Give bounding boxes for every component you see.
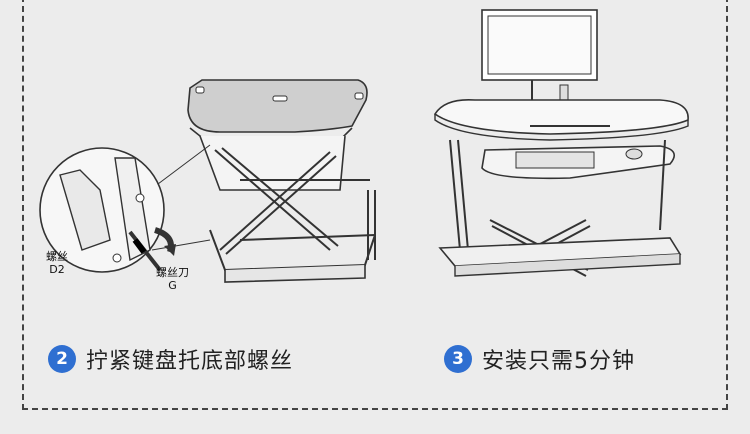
step-number-badge: 2 — [48, 345, 76, 373]
step-text: 安装只需5分钟 — [482, 349, 635, 374]
step-number-badge: 3 — [444, 345, 472, 373]
step-text: 拧紧键盘托底部螺丝 — [86, 349, 294, 374]
step-caption-3: 3 安装只需5分钟 — [444, 343, 635, 375]
screw-callout-code: D2 — [49, 263, 65, 276]
screwdriver-callout-code: G — [168, 279, 177, 292]
dashed-frame — [22, 0, 728, 410]
screwdriver-callout-label: 螺丝刀 — [156, 266, 189, 279]
screw-callout: 螺丝 D2 — [46, 250, 68, 276]
step-caption-2: 2 拧紧键盘托底部螺丝 — [48, 343, 293, 375]
completed-desk-illustration — [420, 9, 710, 310]
screw-callout-label: 螺丝 — [46, 250, 68, 263]
completed-desk-drawing — [433, 9, 689, 277]
assembly-detail-illustration: 螺丝 D2 螺丝刀 G — [39, 40, 376, 300]
screwdriver-callout: 螺丝刀 G — [156, 266, 189, 292]
assembly-detail-drawing — [39, 79, 376, 283]
